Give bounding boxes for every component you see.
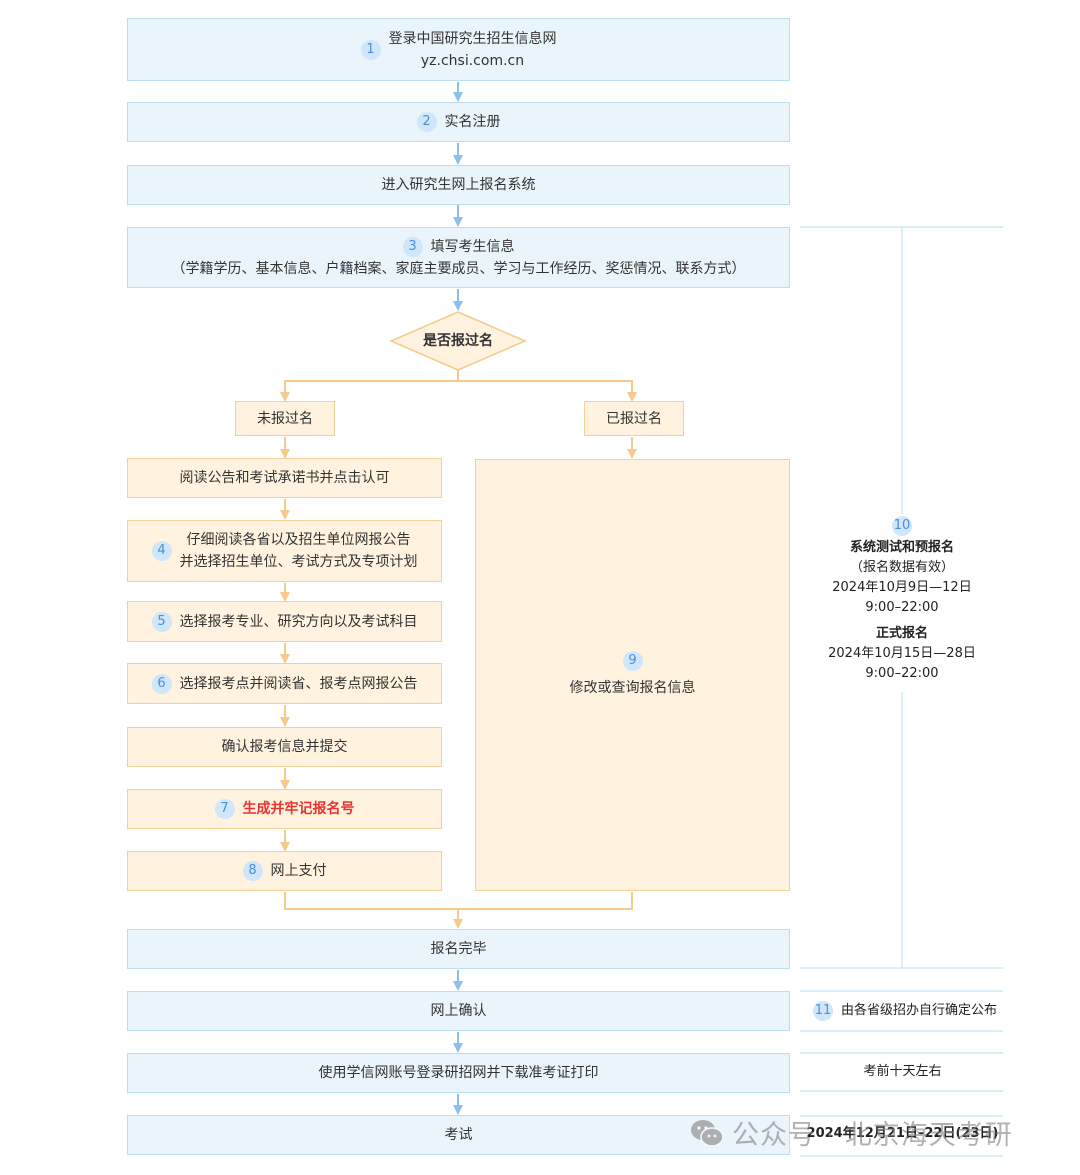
step-generate-number-label: 生成并牢记报名号 xyxy=(242,801,355,817)
timeline-test-date: 2024年10月9日—12日 xyxy=(832,580,972,595)
step-register: 2 实名注册 xyxy=(127,102,790,142)
timeline-print-time: 考前十天左右 xyxy=(863,1064,942,1079)
step-generate-number: 7 生成并牢记报名号 xyxy=(127,789,442,829)
step-modify-query: 9 修改或查询报名信息 xyxy=(475,459,790,891)
step-choose-major: 5 选择报考专业、研究方向以及考试科目 xyxy=(127,601,442,642)
step-fill-info: 3 填写考生信息 （学籍学历、基本信息、户籍档案、家庭主要成员、学习与工作经历、… xyxy=(127,227,790,288)
step-online-payment: 8 网上支付 xyxy=(127,851,442,891)
timeline-test-time: 9:00–22:00 xyxy=(865,600,939,615)
decision-label: 是否报过名 xyxy=(423,333,493,349)
step-number-badge: 8 xyxy=(242,861,263,881)
step-number-badge: 10 xyxy=(892,516,912,536)
step-number-badge: 6 xyxy=(151,673,172,694)
step-number-badge: 1 xyxy=(360,39,381,60)
watermark: 公众号 · 北京海天考研 xyxy=(690,1113,1013,1152)
step-modify-query-label: 修改或查询报名信息 xyxy=(569,680,696,696)
step-number-badge: 11 xyxy=(812,1001,833,1021)
timeline-test-title: 系统测试和预报名 xyxy=(849,540,954,555)
branch-not-registered: 未报过名 xyxy=(235,401,335,436)
step-login-url: yz.chsi.com.cn xyxy=(420,52,525,69)
branch-registered: 已报过名 xyxy=(584,401,684,436)
step-choose-exam-site: 6 选择报考点并阅读省、报考点网报公告 xyxy=(127,663,442,704)
step-read-announcement: 4 仔细阅读各省以及招生单位网报公告 并选择招生单位、考试方式及专项计划 xyxy=(127,520,442,582)
step-fill-info-detail: （学籍学历、基本信息、户籍档案、家庭主要成员、学习与工作经历、奖惩情况、联系方式… xyxy=(171,260,746,277)
watermark-text: 公众号 · 北京海天考研 xyxy=(732,1120,1013,1151)
step-enter-system-label: 进入研究生网上报名系统 xyxy=(381,177,536,193)
step-read-announcement-line1: 仔细阅读各省以及招生单位网报公告 xyxy=(186,532,411,548)
step-read-announcement-line2: 并选择招生单位、考试方式及专项计划 xyxy=(179,554,418,570)
step-login-title: 登录中国研究生招生信息网 xyxy=(388,30,557,47)
step-choose-exam-site-label: 选择报考点并阅读省、报考点网报公告 xyxy=(179,675,418,692)
step-login: 1 登录中国研究生招生信息网 yz.chsi.com.cn xyxy=(127,18,790,81)
timeline-formal-date: 2024年10月15日—28日 xyxy=(828,646,976,661)
merge-line xyxy=(284,892,633,910)
timeline-test-note: （报名数据有效） xyxy=(849,560,954,575)
step-online-payment-label: 网上支付 xyxy=(270,863,327,879)
step-confirm-submit: 确认报考信息并提交 xyxy=(127,727,442,767)
step-number-badge: 7 xyxy=(214,799,235,819)
step-choose-major-label: 选择报考专业、研究方向以及考试科目 xyxy=(179,613,418,630)
step-print-admission: 使用学信网账号登录研招网并下载准考证打印 xyxy=(127,1053,790,1093)
timeline-exam-time: 2024年12月21日–22日(23日) xyxy=(806,1126,999,1141)
step-number-badge: 9 xyxy=(622,651,643,671)
step-exam: 考试 xyxy=(127,1115,790,1155)
wechat-icon xyxy=(691,1119,724,1147)
timeline-formal-time: 9:00–22:00 xyxy=(865,666,939,681)
step-number-badge: 4 xyxy=(151,541,172,561)
timeline-formal-title: 正式报名 xyxy=(875,626,928,641)
arrow-decision-yes xyxy=(458,380,637,402)
step-number-badge: 2 xyxy=(416,112,437,132)
timeline-confirmation: 11 由各省级招办自行确定公布 xyxy=(805,1001,1005,1021)
arrow-decision-no xyxy=(280,370,459,402)
timeline-registration-period: 10 系统测试和预报名 （报名数据有效） 2024年10月9日—12日 9:00… xyxy=(812,516,992,684)
step-registration-complete: 报名完毕 xyxy=(127,929,790,969)
step-read-notice: 阅读公告和考试承诺书并点击认可 xyxy=(127,458,442,498)
timeline-confirmation-label: 由各省级招办自行确定公布 xyxy=(840,1003,997,1018)
step-fill-info-title: 填写考生信息 xyxy=(430,238,515,255)
step-register-label: 实名注册 xyxy=(444,114,501,130)
step-online-confirmation: 网上确认 xyxy=(127,991,790,1031)
step-number-badge: 3 xyxy=(402,236,423,257)
decision-diamond xyxy=(389,311,527,371)
step-enter-system: 进入研究生网上报名系统 xyxy=(127,165,790,205)
step-number-badge: 5 xyxy=(151,611,172,632)
